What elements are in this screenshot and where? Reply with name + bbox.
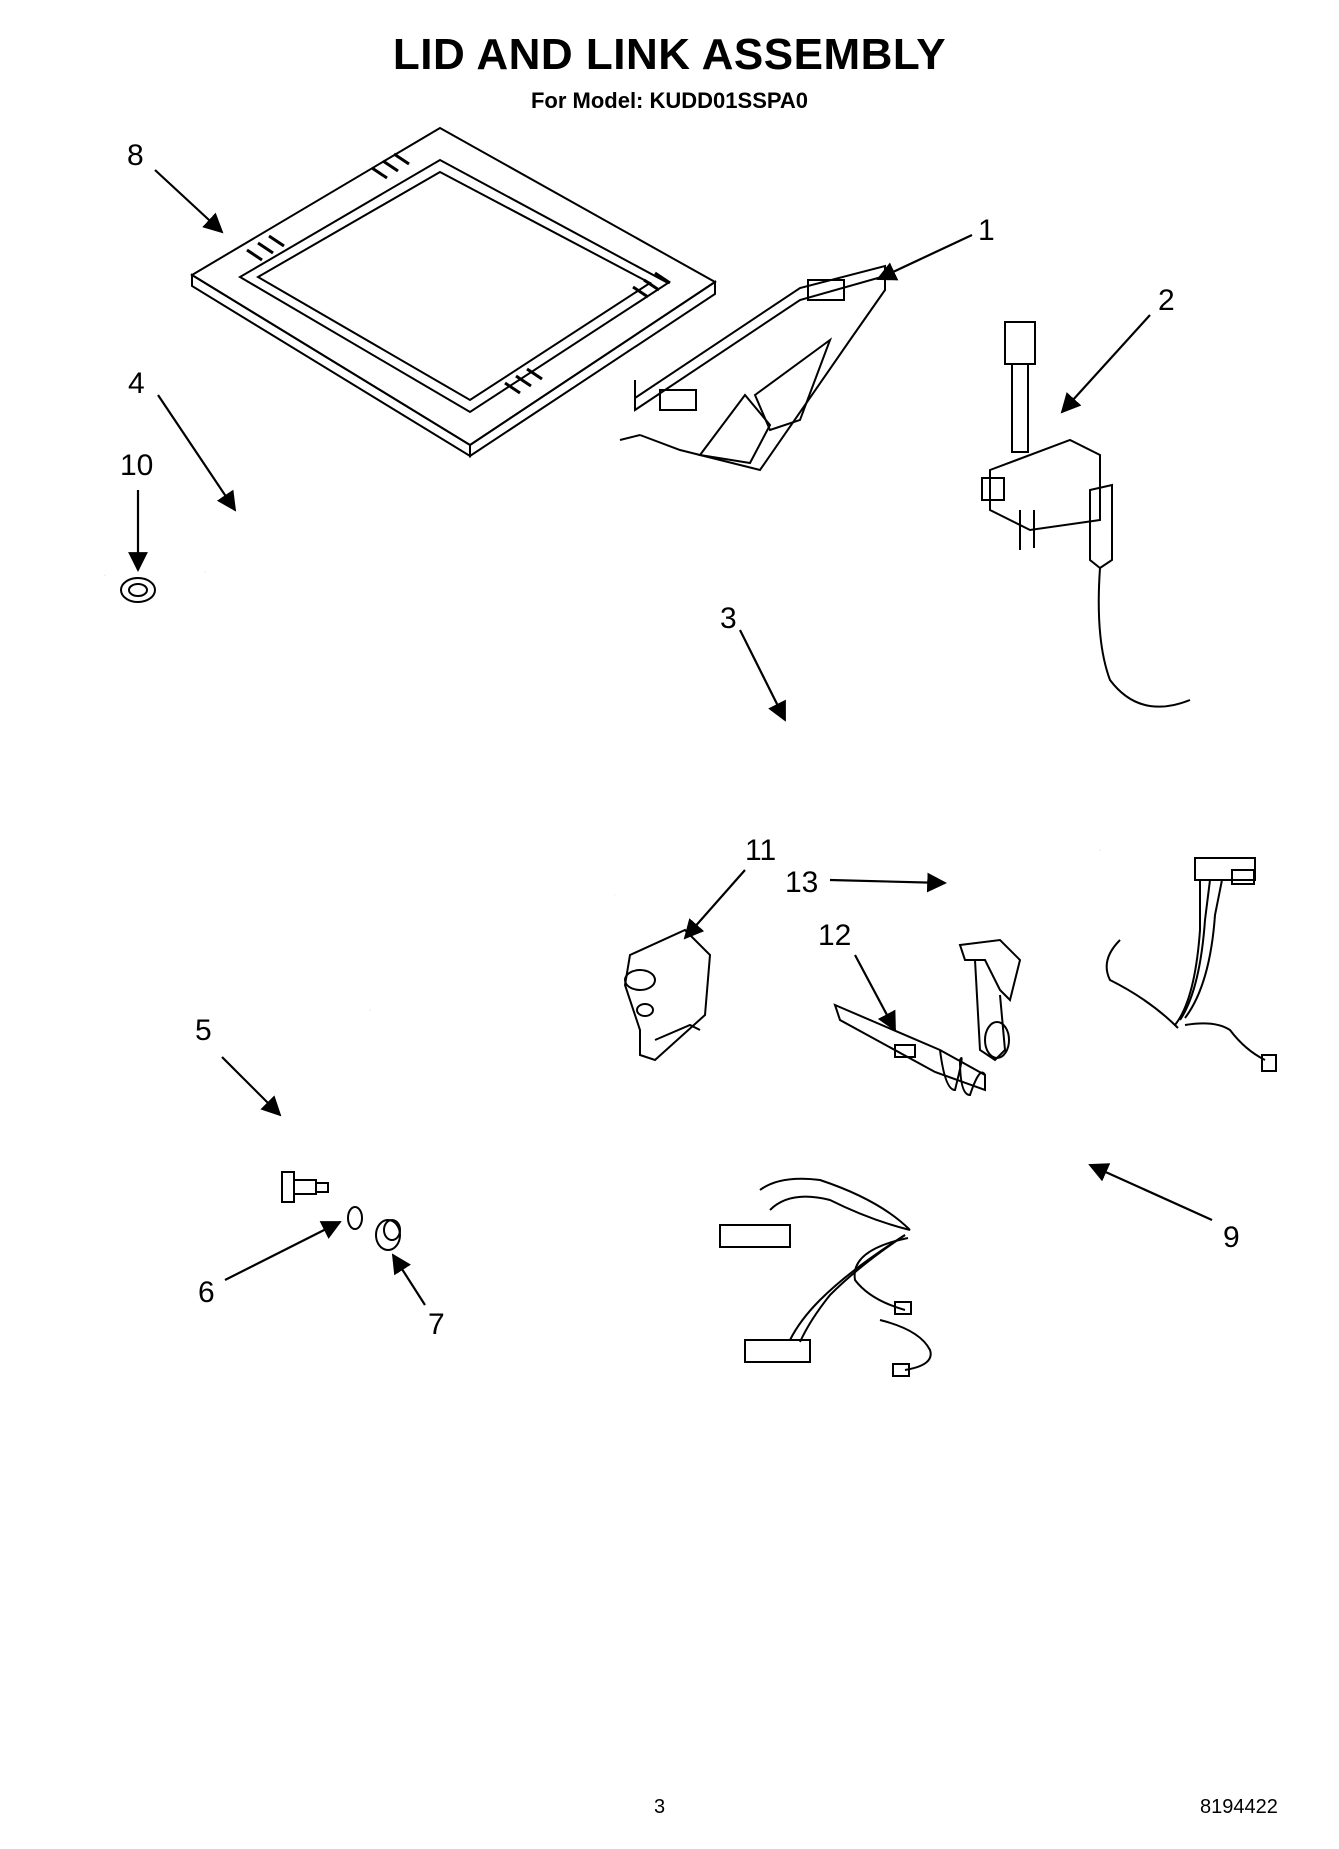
leader-12 xyxy=(854,954,896,1032)
part-o-ring xyxy=(347,1206,363,1230)
model-subtitle: For Model: KUDD01SSPA0 xyxy=(530,88,809,113)
leader-11 xyxy=(683,869,746,940)
callout-11: 11 xyxy=(745,834,776,867)
part-wire-harness xyxy=(719,857,1277,1377)
part-hose-upper xyxy=(47,485,584,775)
part-lid-switch xyxy=(981,321,1191,708)
leader-8 xyxy=(154,169,224,234)
part-link-bracket xyxy=(619,264,886,472)
part-bracket xyxy=(623,928,712,1062)
callout-labels: 8 1 2 4 10 3 11 13 12 5 6 7 9 xyxy=(120,139,1240,1341)
part-link-rod xyxy=(605,697,1139,896)
part-cap xyxy=(375,1219,401,1251)
leader-13 xyxy=(829,872,947,893)
callout-9: 9 xyxy=(1223,1221,1240,1254)
page-number: 3 xyxy=(654,1796,666,1818)
callout-3: 3 xyxy=(720,602,737,635)
callout-6: 6 xyxy=(198,1276,215,1309)
part-harness-clip xyxy=(958,938,1022,1062)
callout-2: 2 xyxy=(1158,284,1175,317)
part-lid xyxy=(190,126,717,458)
part-hose-lower xyxy=(277,807,496,1203)
leader-9 xyxy=(1088,1163,1213,1222)
callout-10: 10 xyxy=(120,449,153,482)
part-hose-clamp xyxy=(120,577,156,603)
document-number: 8194422 xyxy=(1200,1796,1278,1818)
leader-7 xyxy=(391,1253,426,1306)
leader-1 xyxy=(876,234,973,281)
callout-13: 13 xyxy=(785,866,818,899)
leader-2 xyxy=(1060,314,1151,414)
callout-7: 7 xyxy=(428,1308,445,1341)
page-title: LID AND LINK ASSEMBLY xyxy=(392,30,947,79)
leader-5 xyxy=(221,1056,282,1117)
part-wire-clip xyxy=(833,1003,986,1097)
leader-3 xyxy=(739,629,786,722)
callout-8: 8 xyxy=(127,139,144,172)
callout-4: 4 xyxy=(128,367,145,400)
leader-6 xyxy=(224,1221,342,1281)
callout-1: 1 xyxy=(978,214,995,247)
leader-lines xyxy=(128,169,1213,1306)
callout-12: 12 xyxy=(818,919,851,952)
leader-4 xyxy=(157,394,237,512)
callout-5: 5 xyxy=(195,1014,212,1047)
